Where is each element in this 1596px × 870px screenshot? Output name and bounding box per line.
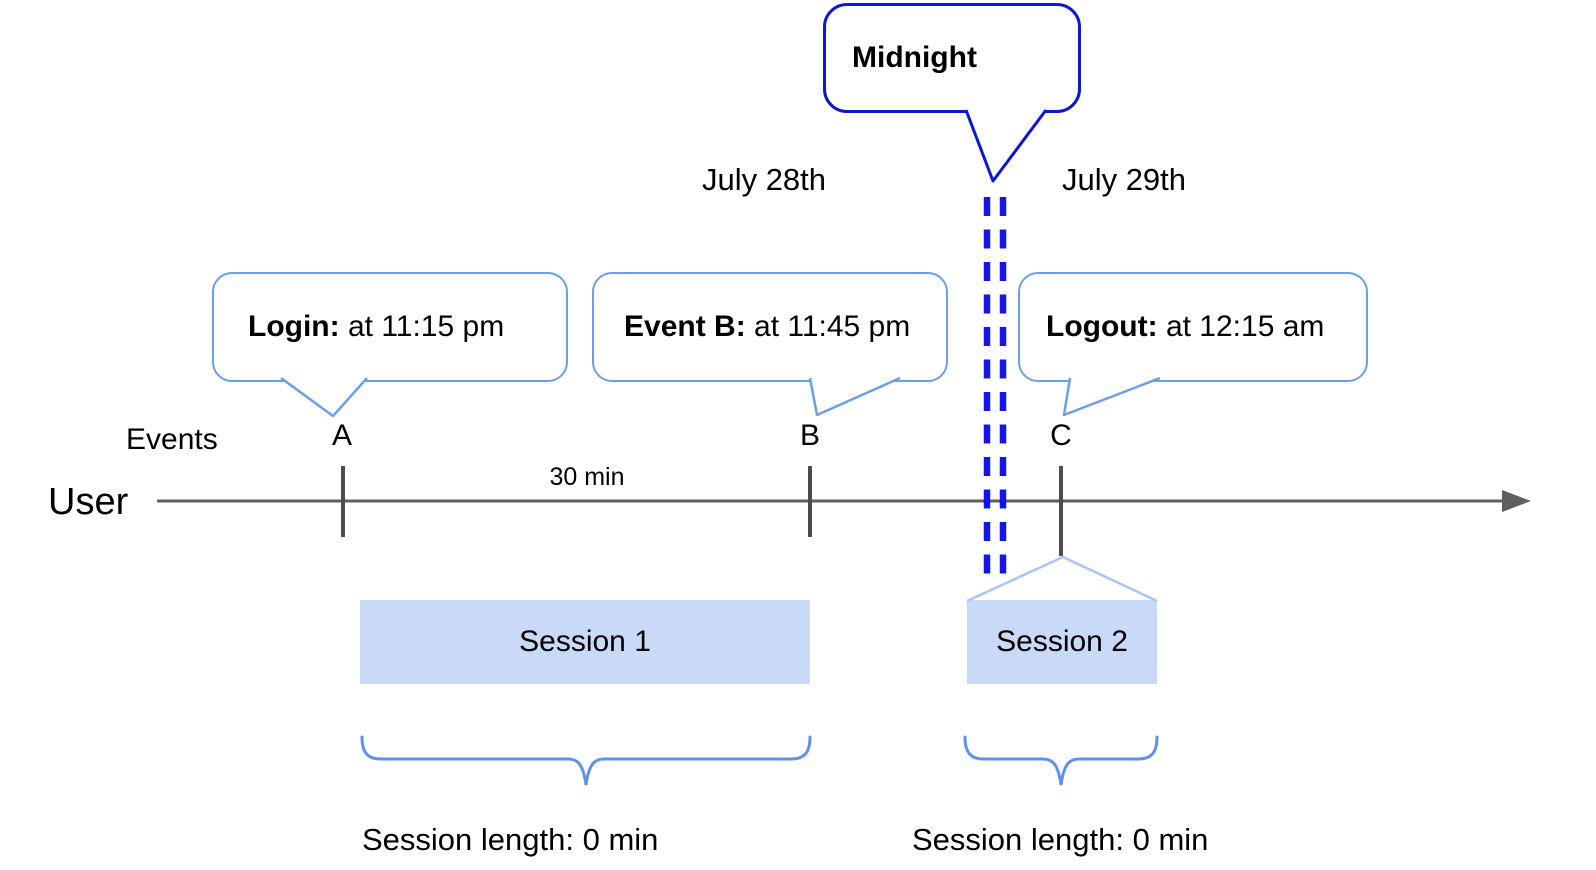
- event-label-b: B: [799, 419, 820, 452]
- login-callout-tail: [280, 376, 368, 418]
- logout-callout-time: at 12:15 am: [1157, 310, 1325, 343]
- session-2-length-label: Session length: 0 min: [912, 822, 1209, 857]
- timeline-arrowhead-icon: [1502, 490, 1531, 512]
- login-callout: Login: at 11:15 pm: [212, 272, 568, 382]
- midnight-callout-tail: [964, 109, 1048, 183]
- midnight-callout-label: Midnight: [852, 41, 977, 74]
- session-1-bar: Session 1: [360, 600, 810, 684]
- user-axis-label: User: [48, 481, 129, 523]
- date-label-july-28: July 28th: [701, 162, 827, 197]
- event-b-callout-title: Event B:: [624, 310, 746, 343]
- event-b-callout-time: at 11:45 pm: [745, 310, 911, 343]
- event-b-callout-tail: [808, 376, 901, 417]
- midnight-callout: Midnight: [823, 3, 1081, 113]
- interval-label: 30 min: [549, 463, 625, 491]
- session-1-length-label: Session length: 0 min: [362, 822, 659, 857]
- session-1-label: Session 1: [519, 625, 651, 658]
- event-label-c: C: [1050, 419, 1072, 452]
- logout-callout: Logout: at 12:15 am: [1018, 272, 1368, 382]
- session-1-brace: [360, 735, 812, 786]
- session-2-label: Session 2: [996, 625, 1128, 658]
- login-callout-title: Login:: [248, 310, 340, 343]
- session-2-bar: Session 2: [967, 600, 1157, 684]
- logout-callout-tail: [1062, 376, 1161, 417]
- event-label-a: A: [331, 419, 352, 452]
- event-b-callout: Event B: at 11:45 pm: [592, 272, 948, 382]
- session-2-brace: [963, 735, 1159, 786]
- events-axis-label: Events: [126, 423, 218, 456]
- logout-callout-title: Logout:: [1046, 310, 1158, 343]
- date-label-july-29: July 29th: [1061, 162, 1187, 197]
- session-2-connector: [966, 555, 1158, 603]
- login-callout-time: at 11:15 pm: [339, 310, 505, 343]
